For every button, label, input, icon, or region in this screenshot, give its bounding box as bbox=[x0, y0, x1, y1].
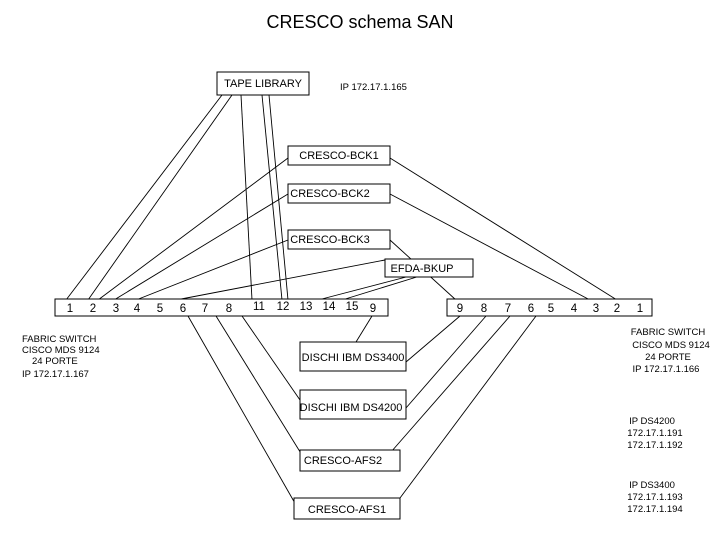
ip-ds3400-note: IP DS3400 172.17.1.193 172.17.1.194 bbox=[627, 480, 682, 515]
link-bck1-port2r bbox=[389, 157, 618, 301]
link-bck2-port3r bbox=[389, 193, 591, 301]
link-tape-port11 bbox=[261, 94, 283, 301]
ip-ds4200-line: IP DS4200 bbox=[629, 416, 675, 427]
ip-ds4200-line: 172.17.1.192 bbox=[627, 440, 682, 451]
right-port-label: 2 bbox=[614, 303, 620, 315]
left-port-label: 12 bbox=[277, 301, 290, 313]
cresco-bck2-node: CRESCO-BCK2 bbox=[287, 183, 391, 204]
right-switch-info-line: 24 PORTE bbox=[645, 352, 691, 363]
link-port7r-afs2 bbox=[383, 315, 511, 461]
left-port-label: 8 bbox=[226, 303, 232, 315]
ip-ds3400-line: 172.17.1.194 bbox=[627, 504, 682, 515]
link-tape-port1 bbox=[65, 94, 223, 301]
cresco-afs1-node: CRESCO-AFS1 bbox=[293, 497, 401, 520]
cresco-bck3-node: CRESCO-BCK3 bbox=[287, 229, 391, 250]
efda-bkup-label: EFDA-BKUP bbox=[391, 263, 454, 275]
ds3400-label: DISCHI IBM DS3400 bbox=[302, 352, 405, 364]
ip-ds4200-note: IP DS4200 172.17.1.191 172.17.1.192 bbox=[627, 416, 682, 451]
left-switch-info: FABRIC SWITCH CISCO MDS 9124 24 PORTE IP… bbox=[22, 334, 100, 380]
page-title: CRESCO schema SAN bbox=[266, 12, 453, 32]
cresco-afs2-label: CRESCO-AFS2 bbox=[304, 455, 382, 467]
left-port-label: 13 bbox=[300, 301, 313, 313]
link-port7-ds4200 bbox=[241, 315, 301, 401]
ip-ds3400-line: IP DS3400 bbox=[629, 480, 675, 491]
ip-ds4200-line: 172.17.1.191 bbox=[627, 428, 682, 439]
left-port-label: 11 bbox=[253, 301, 265, 313]
right-port-label: 7 bbox=[505, 303, 511, 315]
right-fabric-switch: 9 8 7 6 5 4 3 2 1 bbox=[446, 298, 653, 317]
right-switch-info: FABRIC SWITCH CISCO MDS 9124 24 PORTE IP… bbox=[631, 327, 710, 375]
ip-ds3400-line: 172.17.1.193 bbox=[627, 492, 682, 503]
left-fabric-switch: 1 2 3 4 5 6 7 8 11 12 13 14 15 9 bbox=[54, 298, 389, 317]
left-port-label: 4 bbox=[134, 303, 141, 315]
link-efda-port15 bbox=[341, 275, 421, 301]
right-port-label: 5 bbox=[548, 303, 554, 315]
ds4200-box bbox=[299, 389, 407, 420]
cresco-bck3-box bbox=[287, 229, 391, 250]
right-port-label: 1 bbox=[637, 303, 643, 315]
tape-library-ip: IP 172.17.1.165 bbox=[340, 82, 407, 93]
right-port-label: 6 bbox=[528, 303, 534, 315]
right-port-label: 3 bbox=[593, 303, 599, 315]
link-port6r-afs1 bbox=[393, 315, 537, 507]
right-port-label: 4 bbox=[571, 303, 578, 315]
link-bck1-port2 bbox=[97, 157, 289, 301]
cresco-bck2-label: CRESCO-BCK2 bbox=[290, 188, 369, 200]
link-port5-afs1 bbox=[187, 315, 297, 506]
right-switch-info-line: CISCO MDS 9124 bbox=[632, 340, 710, 351]
right-switch-box bbox=[446, 298, 653, 317]
cresco-afs1-label: CRESCO-AFS1 bbox=[308, 504, 386, 516]
link-tape-port12 bbox=[268, 94, 289, 301]
left-switch-info-line: FABRIC SWITCH bbox=[22, 334, 97, 345]
link-bck3-port4 bbox=[135, 239, 289, 301]
ds4200-label: DISCHI IBM DS4200 bbox=[300, 402, 403, 414]
tape-library-node: TAPE LIBRARY bbox=[216, 71, 310, 96]
cresco-bck1-label: CRESCO-BCK1 bbox=[299, 150, 378, 162]
link-port9r-ds3400 bbox=[405, 315, 461, 363]
cresco-bck1-box bbox=[287, 145, 391, 166]
cresco-bck3-label: CRESCO-BCK3 bbox=[290, 234, 369, 246]
link-tape-port2 bbox=[87, 94, 233, 301]
link-tape-port8 bbox=[240, 94, 253, 301]
link-port9-ds3400 bbox=[355, 315, 373, 343]
left-switch-box bbox=[54, 298, 389, 317]
ds3400-node: DISCHI IBM DS3400 bbox=[299, 341, 407, 372]
left-switch-info-line: IP 172.17.1.167 bbox=[22, 369, 89, 380]
left-port-label: 6 bbox=[180, 303, 186, 315]
right-port-label: 8 bbox=[481, 303, 487, 315]
efda-bkup-node: EFDA-BKUP bbox=[384, 258, 474, 278]
cresco-bck1-node: CRESCO-BCK1 bbox=[287, 145, 391, 166]
efda-bkup-box bbox=[384, 258, 474, 278]
left-switch-info-line: CISCO MDS 9124 bbox=[22, 345, 100, 356]
left-port-label: 3 bbox=[113, 303, 119, 315]
ds4200-node: DISCHI IBM DS4200 bbox=[299, 389, 407, 420]
cresco-bck2-box bbox=[287, 183, 391, 204]
left-port-label: 2 bbox=[90, 303, 96, 315]
left-port-label: 1 bbox=[67, 303, 73, 315]
cresco-afs1-box bbox=[293, 497, 401, 520]
left-port-label: 15 bbox=[346, 301, 359, 313]
right-switch-info-line: FABRIC SWITCH bbox=[631, 327, 706, 338]
tape-library-label: TAPE LIBRARY bbox=[224, 78, 303, 90]
cresco-afs2-box bbox=[299, 449, 401, 472]
left-port-label: 7 bbox=[202, 303, 208, 315]
right-switch-info-line: IP 172.17.1.166 bbox=[633, 364, 700, 375]
link-efda-port8 bbox=[175, 259, 386, 301]
left-port-label: 14 bbox=[323, 301, 336, 313]
link-port6-afs2 bbox=[215, 315, 303, 456]
link-port8r-ds4200 bbox=[405, 315, 487, 409]
left-port-label: 9 bbox=[370, 303, 376, 315]
left-port-label: 5 bbox=[157, 303, 163, 315]
left-switch-info-line: 24 PORTE bbox=[32, 356, 78, 367]
link-efda-port13 bbox=[317, 275, 411, 301]
tape-library-box bbox=[216, 71, 310, 96]
right-port-label: 9 bbox=[457, 303, 463, 315]
cresco-afs2-node: CRESCO-AFS2 bbox=[299, 449, 401, 472]
link-bck2-port3 bbox=[113, 193, 289, 301]
ds3400-box bbox=[299, 341, 407, 372]
